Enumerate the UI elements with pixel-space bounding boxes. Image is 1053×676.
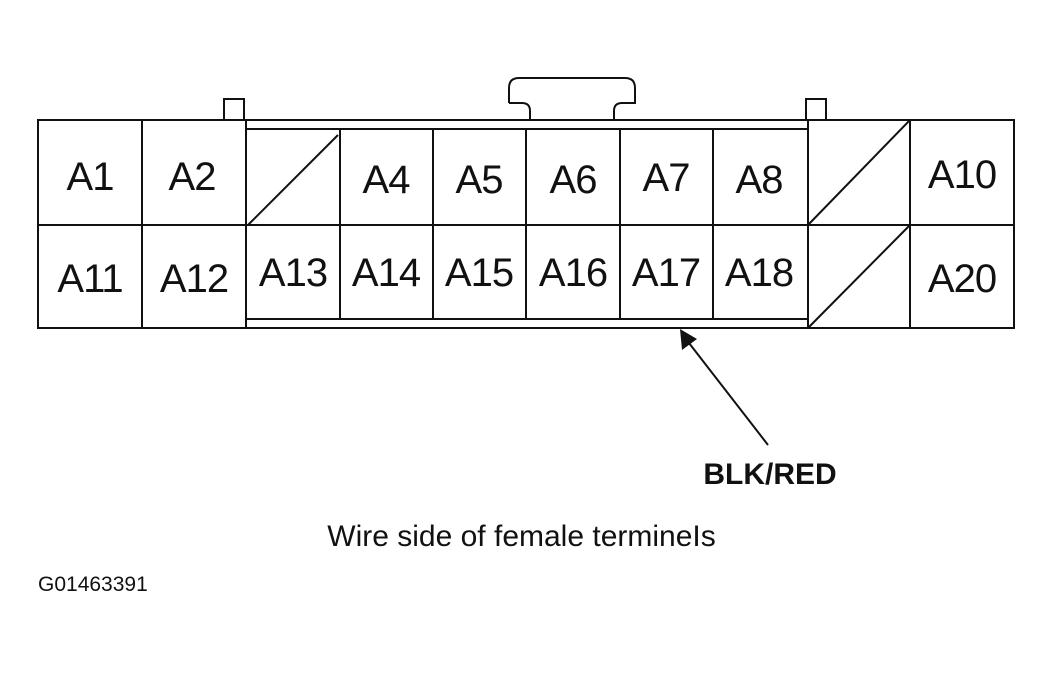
left-post	[223, 98, 245, 121]
diagram-caption: Wire side of female termineIs	[327, 520, 716, 553]
pin-label: A13	[259, 251, 327, 295]
pin-label: A6	[550, 158, 597, 202]
pin-label: A20	[928, 257, 996, 301]
pin-label: A7	[643, 156, 690, 200]
figure-id: G01463391	[38, 573, 148, 596]
pin-row-2: A11 A12 A13 A14 A15 A16 A17 A18 A20	[57, 251, 997, 301]
pin-label: A14	[352, 251, 421, 295]
blank-cavity-a19	[807, 224, 911, 329]
pin-label: A4	[363, 158, 411, 202]
locking-tab	[508, 77, 636, 120]
wire-color-label: BLK/RED	[703, 458, 836, 491]
pin-row-1: A1 A2 A4 A5 A6 A7 A8 A10	[67, 153, 998, 202]
blank-cavity-a3	[247, 134, 339, 226]
pin-label: A16	[539, 251, 607, 295]
pin-label: A10	[928, 153, 996, 197]
pin-label: A8	[736, 158, 783, 202]
leader-line	[688, 342, 769, 446]
arrow-head	[680, 329, 697, 350]
blank-cavity-a9	[807, 119, 911, 226]
pin-label: A1	[67, 155, 114, 199]
pin-label: A18	[725, 251, 793, 295]
pin-label: A2	[169, 155, 216, 199]
pin-label: A15	[445, 251, 513, 295]
pin-label: A5	[456, 158, 503, 202]
pin-label: A17	[632, 251, 700, 295]
pin-label: A11	[57, 257, 122, 301]
right-post	[805, 98, 827, 121]
pin-label: A12	[160, 257, 228, 301]
